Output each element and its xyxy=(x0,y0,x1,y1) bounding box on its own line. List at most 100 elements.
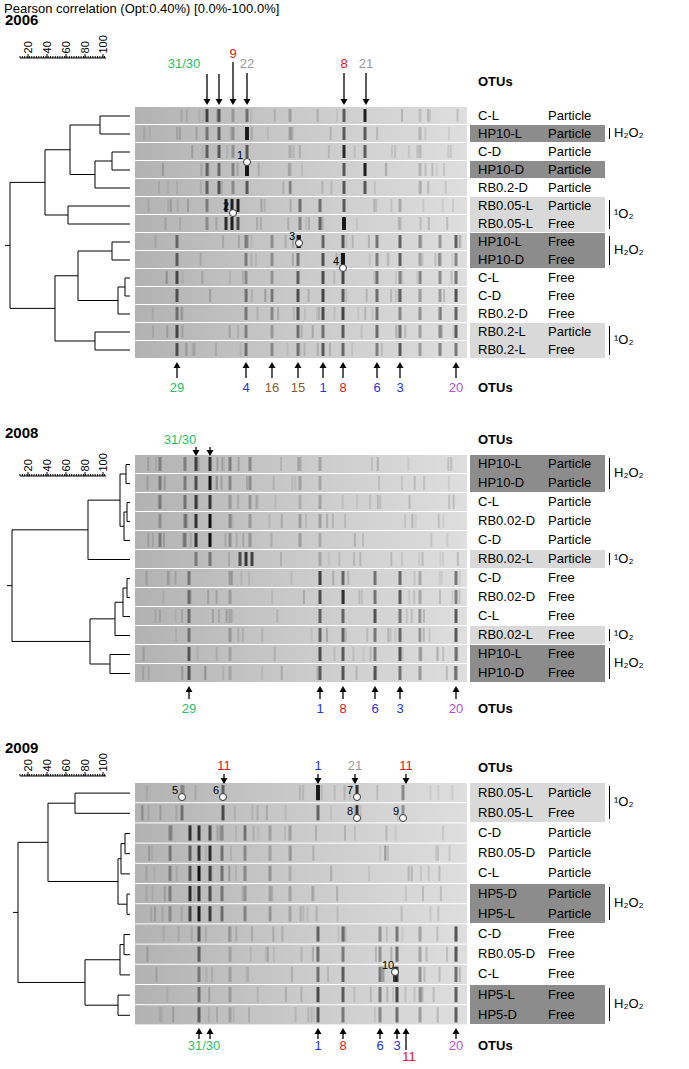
gel-band xyxy=(164,217,166,230)
gel-band xyxy=(297,271,300,284)
gel-band xyxy=(287,217,289,230)
treatment-group: RB0.2-LParticleRB0.2-LFree¹O₂ xyxy=(470,323,605,358)
gel-band xyxy=(189,906,192,921)
callout-circle xyxy=(400,815,407,822)
gel-band xyxy=(404,514,406,528)
gel-band xyxy=(194,343,196,356)
gel-band xyxy=(235,825,237,840)
gel-band xyxy=(268,514,270,528)
gel-lane xyxy=(135,179,467,196)
gel-lane xyxy=(135,305,467,322)
gel-lane xyxy=(135,107,467,124)
gel-band xyxy=(379,987,382,1002)
gel-band xyxy=(422,552,424,566)
tree-branch xyxy=(90,618,115,619)
callout-circle xyxy=(220,794,227,801)
gel-band xyxy=(185,343,187,356)
tree-branch xyxy=(18,842,48,843)
gel-band xyxy=(208,987,210,1002)
gel-band xyxy=(253,825,255,840)
scale-tick xyxy=(27,56,28,58)
gel-band xyxy=(343,127,346,140)
gel-band xyxy=(319,628,322,642)
scale-tick xyxy=(103,772,104,776)
scale-tick xyxy=(31,56,32,58)
gel-band xyxy=(166,271,168,284)
gel-band xyxy=(338,926,340,941)
gel-band xyxy=(267,127,269,140)
gel-band xyxy=(152,325,154,338)
scale-tick xyxy=(67,474,68,476)
gel-band xyxy=(399,325,402,338)
gel-band xyxy=(203,109,205,122)
treatment-group: HP10-LFreeHP10-DFreeH₂O₂ xyxy=(470,645,605,682)
tree-branch xyxy=(88,559,130,560)
gel-band xyxy=(363,647,365,661)
gel-band xyxy=(326,514,328,528)
scale-tick xyxy=(81,774,82,776)
gel-band xyxy=(195,514,198,528)
gel-band xyxy=(150,906,152,921)
tree-branch xyxy=(118,1015,130,1016)
gel-band xyxy=(264,289,266,302)
gel-band xyxy=(439,253,442,266)
tree-branch xyxy=(124,934,130,935)
gel-band xyxy=(345,628,347,642)
gel-band xyxy=(223,457,225,471)
gel-band xyxy=(437,906,439,921)
gel-band xyxy=(419,109,422,122)
gel-band xyxy=(376,271,379,284)
scale-tick xyxy=(90,56,91,58)
callout-number: 7 xyxy=(347,784,353,797)
otu-number: 20 xyxy=(449,381,463,396)
gel-band xyxy=(390,552,392,566)
gel-band xyxy=(145,866,147,881)
treatment-group: HP10-LFreeHP10-DFreeH₂O₂ xyxy=(470,233,605,268)
gel-band xyxy=(222,666,224,680)
scale-number: 40 xyxy=(41,41,54,53)
gel-band xyxy=(159,514,162,528)
gel-band xyxy=(457,109,459,122)
gel-band xyxy=(205,846,207,861)
gel-lane xyxy=(135,287,467,304)
gel-band xyxy=(334,785,336,800)
gel-band xyxy=(285,987,287,1002)
gel-band xyxy=(249,533,252,547)
gel-band xyxy=(251,926,253,941)
gel-band xyxy=(315,825,317,840)
gel-band xyxy=(299,476,302,490)
gel-lane xyxy=(135,803,467,822)
gel-band xyxy=(336,906,338,921)
gel-band xyxy=(312,947,314,962)
gel-band xyxy=(260,199,262,212)
gel-band xyxy=(289,866,292,881)
otu-number: 31/30 xyxy=(168,57,201,72)
gel-band xyxy=(168,571,170,585)
gel-band xyxy=(376,127,378,140)
gel-band xyxy=(147,457,149,471)
otu-arrow xyxy=(343,73,344,100)
gel-band xyxy=(352,647,354,661)
arrow-head xyxy=(403,1028,410,1034)
treatment-label: ¹O₂ xyxy=(614,795,634,810)
scale-number: 40 xyxy=(41,759,54,771)
gel-band xyxy=(280,552,282,566)
gel-band xyxy=(218,127,221,140)
gel-band xyxy=(343,181,346,194)
gel-band xyxy=(390,289,392,302)
fraction-label: Free xyxy=(548,235,575,250)
callout-number: 6 xyxy=(213,784,219,797)
arrow-head xyxy=(317,686,324,692)
gel-band xyxy=(413,987,415,1002)
gel-band xyxy=(162,163,164,176)
sample-label: HP10-D xyxy=(478,476,524,491)
arrow-head xyxy=(174,362,181,368)
gel-band xyxy=(274,647,276,661)
gel-band xyxy=(321,785,323,800)
gel-band xyxy=(442,647,444,661)
sample-label: Free xyxy=(548,967,575,982)
gel-band xyxy=(301,163,303,176)
gel-band xyxy=(299,145,301,158)
tree-root xyxy=(13,912,18,913)
gel-band xyxy=(442,825,444,840)
